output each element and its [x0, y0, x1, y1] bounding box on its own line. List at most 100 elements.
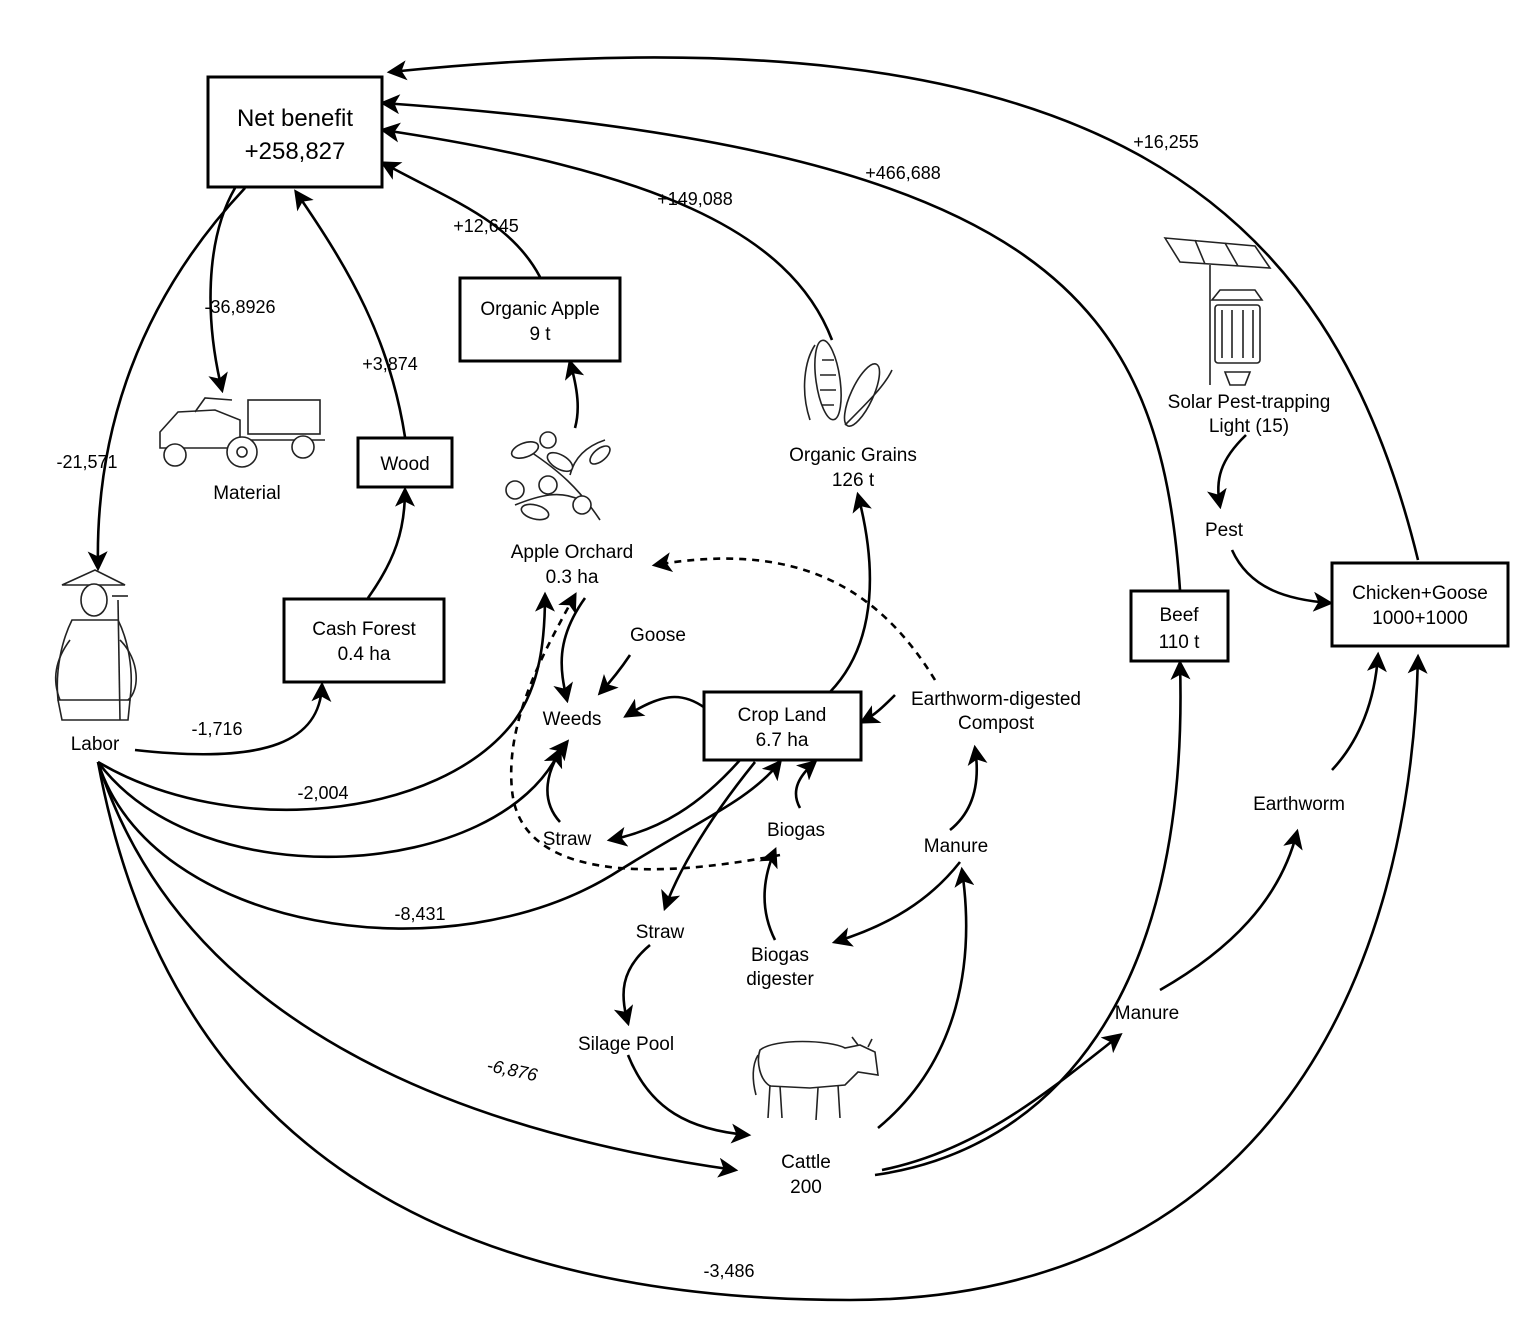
cattle-count: 200 — [790, 1177, 822, 1198]
flow-apple-orchard-value: -2,004 — [297, 783, 348, 803]
straw-left-label: Straw — [543, 829, 592, 850]
chicken-goose-box: Chicken+Goose 1000+1000 — [1330, 561, 1510, 648]
organic-grains-label: Organic Grains — [789, 445, 917, 466]
edge-biogas-to-cropland — [794, 759, 818, 809]
silage-pool-label: Silage Pool — [578, 1034, 674, 1055]
cattle-label: Cattle — [781, 1152, 831, 1173]
edge-labor-to-weeds — [96, 746, 563, 859]
weeds-label: Weeds — [543, 709, 602, 730]
manure-center-label: Manure — [924, 836, 988, 857]
cow-icon — [752, 1036, 879, 1121]
edge-wood-to-net — [294, 189, 407, 438]
biogas-digester-line1: Biogas — [751, 945, 809, 966]
edge-compost-to-cropland — [859, 694, 896, 724]
flow-values: -36,8926 -21,571 +3,874 +12,645 +149,088… — [56, 132, 1198, 1281]
edge-grains-to-net — [379, 122, 834, 341]
corn-icon — [803, 339, 893, 427]
edge-cashforest-to-wood — [366, 486, 415, 599]
chicken-goose-title: Chicken+Goose — [1352, 583, 1488, 604]
wood-box: Wood — [356, 436, 454, 489]
apple-orchard-area: 0.3 ha — [546, 567, 599, 588]
edge-net-to-labor — [87, 187, 246, 572]
compost-label-line1: Earthworm-digested — [911, 689, 1081, 710]
flow-chicken-goose-value: +16,255 — [1133, 132, 1199, 152]
flow-wood-value: +3,874 — [362, 354, 418, 374]
biogas-digester-line2: digester — [746, 969, 814, 990]
manure-right-label: Manure — [1115, 1003, 1179, 1024]
edge-labor-to-orchard — [97, 591, 555, 811]
edge-cropland-to-grains — [829, 491, 872, 693]
flow-organic-grains-value: +149,088 — [657, 189, 733, 209]
organic-apple-title: Organic Apple — [480, 299, 599, 320]
edge-cropland-to-straw-center — [661, 761, 757, 912]
solar-light-line1: Solar Pest-trapping — [1168, 392, 1331, 413]
edge-cattle-to-manure-right — [881, 1032, 1123, 1172]
edge-manure-to-compost — [949, 744, 988, 832]
flow-beef-value: +466,688 — [865, 163, 941, 183]
net-benefit-box: Net benefit +258,827 — [206, 75, 384, 189]
wood-title: Wood — [380, 454, 429, 475]
edge-compost-to-orchard-dashed — [651, 552, 937, 681]
edge-orchard-to-apple — [564, 358, 585, 429]
edge-cropland-to-straw-left — [606, 759, 741, 847]
apple-branch-icon — [505, 431, 611, 521]
organic-apple-amount: 9 t — [529, 324, 551, 345]
farmer-icon — [54, 569, 137, 721]
edge-straw-to-silage — [613, 944, 651, 1027]
flow-cattle-value: -6,876 — [485, 1055, 540, 1085]
crop-land-title: Crop Land — [738, 705, 827, 726]
edge-beef-to-net — [379, 94, 1182, 591]
labor-label: Labor — [71, 734, 120, 755]
compost-label-line2: Compost — [958, 713, 1035, 734]
straw-center-label: Straw — [636, 922, 685, 943]
edge-cattle-to-manure — [877, 866, 975, 1130]
edge-silage-to-cattle — [626, 1054, 752, 1144]
edge-manure-to-digester — [831, 861, 962, 947]
edge-digester-to-biogas — [759, 846, 778, 941]
flow-organic-apple-value: +12,645 — [453, 216, 519, 236]
solar-light-line2: Light (15) — [1209, 416, 1289, 437]
beef-amount: 110 t — [1159, 632, 1201, 653]
pest-label: Pest — [1205, 520, 1244, 541]
edge-orchard-to-weeds — [553, 597, 587, 704]
edge-manure-to-earthworm — [1159, 828, 1303, 992]
goose-label: Goose — [630, 625, 686, 646]
edge-pest-to-chicken — [1230, 549, 1334, 612]
crop-land-area: 6.7 ha — [756, 730, 809, 751]
organic-grains-amount: 126 t — [832, 470, 875, 491]
edge-light-to-pest — [1207, 434, 1247, 510]
edge-labor-to-cattle — [96, 761, 739, 1178]
edge-biogas-to-orchard-dashed — [509, 592, 781, 871]
edges — [87, 56, 1428, 1302]
net-benefit-value: +258,827 — [245, 138, 346, 165]
flow-material-value: -36,8926 — [204, 297, 275, 317]
cash-forest-box: Cash Forest 0.4 ha — [282, 597, 446, 684]
tractor-trailer-icon — [159, 397, 325, 468]
material-label: Material — [213, 483, 281, 504]
edge-labor-to-cropland — [96, 759, 783, 930]
apple-orchard-label: Apple Orchard — [511, 542, 634, 563]
edge-apple-to-net — [380, 161, 542, 278]
edge-straw-to-weeds — [546, 739, 570, 823]
net-benefit-title: Net benefit — [237, 105, 353, 132]
edge-labor-to-chicken — [96, 653, 1428, 1302]
edge-net-to-material — [208, 187, 237, 394]
chicken-goose-count: 1000+1000 — [1372, 608, 1468, 629]
organic-apple-box: Organic Apple 9 t — [458, 276, 622, 363]
edge-earthworm-to-chicken — [1331, 651, 1387, 771]
edge-cattle-to-beef — [874, 659, 1191, 1177]
flow-crop-land-value: -8,431 — [394, 904, 445, 924]
edge-goose-to-weeds — [597, 654, 632, 696]
flow-labor-value: -21,571 — [56, 452, 117, 472]
flow-chicken-goose-labor-value: -3,486 — [703, 1261, 754, 1281]
edge-chicken-to-net — [386, 56, 1420, 561]
beef-box: Beef 110 t — [1129, 589, 1230, 663]
biogas-label: Biogas — [767, 820, 825, 841]
crop-land-box: Crop Land 6.7 ha — [702, 690, 863, 762]
cash-forest-area: 0.4 ha — [338, 644, 391, 665]
edge-cropland-to-weeds — [623, 695, 706, 718]
earthworm-label: Earthworm — [1253, 794, 1345, 815]
cash-forest-title: Cash Forest — [312, 619, 416, 640]
edge-labor-to-cashforest — [134, 681, 332, 756]
